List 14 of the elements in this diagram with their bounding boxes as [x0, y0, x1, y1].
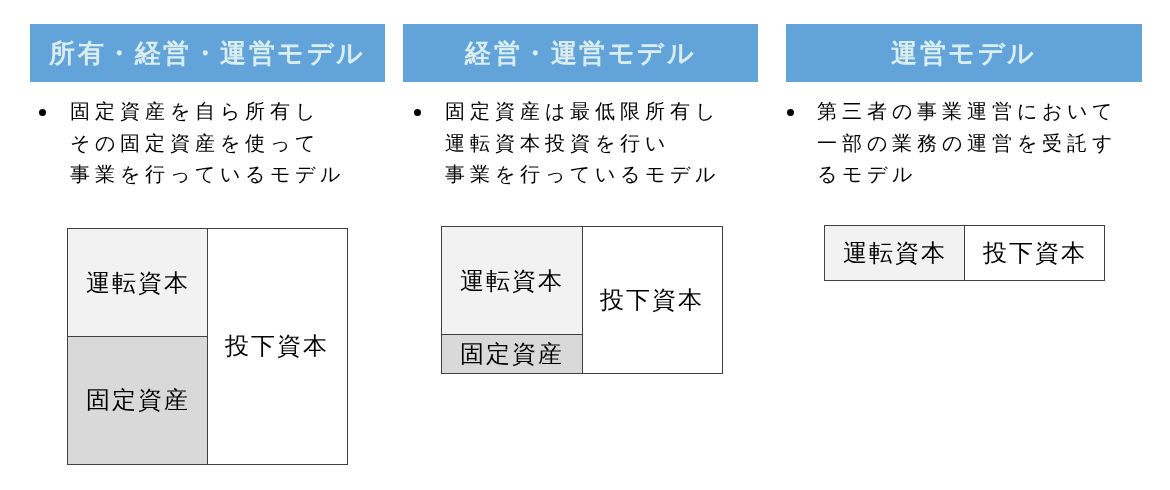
bullet-text: 固定資産を自ら所有しその固定資産を使って事業を行っているモデル [70, 98, 345, 188]
header-banner: 運営モデル [786, 24, 1142, 82]
header-banner: 所有・経営・運営モデル [30, 24, 385, 82]
capital-box: 運転資本 [67, 228, 208, 338]
header-banner: 経営・運営モデル [403, 24, 758, 82]
capital-box: 投下資本 [206, 228, 348, 465]
bullet-text: 固定資産は最低限所有し運転資本投資を行い事業を行っているモデル [445, 98, 720, 188]
capital-box: 固定資産 [441, 334, 583, 374]
capital-box: 運転資本 [824, 225, 966, 281]
capital-box: 投下資本 [964, 225, 1105, 281]
capital-box: 固定資産 [67, 336, 208, 465]
bullet-text: 第三者の事業運営において一部の業務の運営を受託するモデル [817, 98, 1117, 188]
capital-box: 投下資本 [581, 226, 723, 374]
capital-box: 運転資本 [441, 226, 583, 336]
